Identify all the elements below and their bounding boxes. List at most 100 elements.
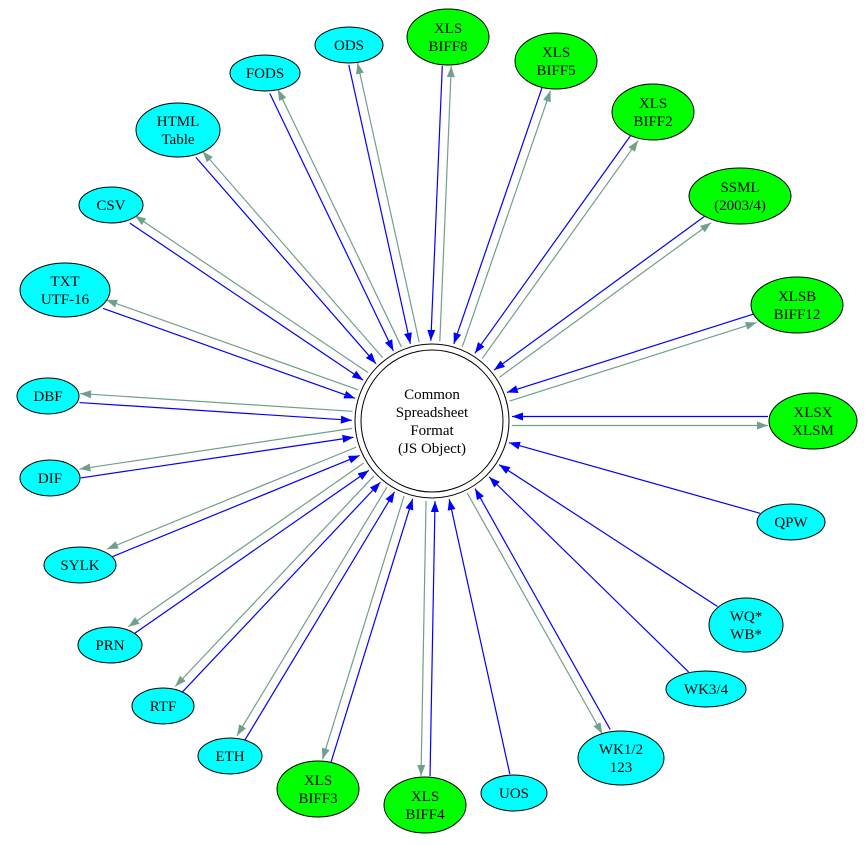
format-node-uos: UOS [480, 774, 548, 812]
read-edge-sylk [110, 454, 360, 558]
format-node-ellipse [708, 597, 784, 653]
format-node-eth: ETH [197, 737, 263, 775]
write-edge-prn [128, 462, 365, 628]
read-edge-dbf [79, 401, 352, 424]
format-node-ellipse [480, 774, 548, 812]
write-edge-dbf [80, 390, 353, 412]
format-node-ellipse [314, 26, 384, 64]
read-edge-xls-biff8 [427, 65, 443, 341]
read-edge-xls-biff4 [429, 501, 439, 777]
read-edge-ods [348, 64, 412, 344]
write-edge-xls-biff8 [439, 66, 455, 342]
read-edge-rtf [181, 481, 381, 693]
format-node-ellipse [19, 262, 111, 318]
write-edge-csv [134, 215, 369, 374]
format-node-wq-wb: WQ*WB* [708, 597, 784, 653]
format-node-ellipse [135, 102, 221, 158]
write-edge-html-table [202, 150, 384, 359]
format-node-label: PRN [95, 638, 124, 654]
read-edge-ssml [493, 214, 707, 371]
format-node-label: DBF [33, 389, 62, 405]
read-edge-dif [80, 434, 354, 479]
format-node-ellipse [688, 167, 792, 225]
read-edge-wk12-123 [474, 488, 611, 730]
format-node-rtf: RTF [131, 687, 195, 725]
format-node-fods: FODS [229, 54, 301, 92]
write-edge-txt-utf16 [105, 299, 359, 391]
format-node-wk34: WK3/4 [665, 670, 747, 708]
center-node-inner-circle [360, 349, 504, 493]
format-node-dif: DIF [19, 459, 81, 497]
format-node-label: ODS [334, 38, 364, 54]
write-edge-xls-biff5 [461, 90, 552, 348]
format-node-label: FODS [246, 66, 284, 82]
format-node-label: CSV [96, 198, 125, 214]
center-node-outer-circle [354, 343, 510, 499]
read-edge-wk34 [488, 476, 689, 673]
write-edge-xls-biff2 [481, 140, 639, 359]
format-node-ellipse [768, 392, 858, 450]
format-node-ellipse [19, 459, 81, 497]
write-edge-xlsb-biff12 [509, 321, 757, 402]
read-edge-xlsb-biff12 [506, 313, 755, 394]
format-node-ellipse [131, 687, 195, 725]
format-node-prn: PRN [77, 626, 143, 664]
read-edge-wq-wb [498, 464, 718, 608]
write-edge-eth [236, 486, 388, 737]
format-node-ellipse [276, 760, 360, 818]
write-edge-wk12-123 [466, 492, 603, 735]
format-node-ods: ODS [314, 26, 384, 64]
read-edge-html-table [195, 156, 377, 365]
read-edge-qpw [508, 441, 761, 514]
write-edge-xls-biff3 [321, 495, 405, 760]
read-edge-prn [133, 469, 370, 635]
format-node-ellipse [77, 626, 143, 664]
read-edge-txt-utf16 [102, 307, 356, 399]
format-node-ellipse [43, 546, 117, 584]
read-edge-xls-biff2 [474, 135, 632, 354]
format-node-label: SYLK [60, 558, 99, 574]
format-node-ellipse [406, 8, 490, 66]
format-node-label: SSML(2003/4) [714, 180, 766, 214]
write-edge-ods [356, 62, 420, 343]
format-node-ellipse [383, 776, 467, 834]
format-node-csv: CSV [78, 186, 144, 224]
read-edge-eth [244, 491, 396, 741]
format-node-ellipse [611, 83, 695, 141]
format-node-ellipse [514, 32, 598, 90]
write-edge-fods [277, 89, 402, 348]
format-node-label: DIF [38, 471, 62, 487]
write-edge-xls-biff4 [417, 500, 427, 776]
read-edge-xls-biff5 [453, 87, 543, 345]
format-node-qpw: QPW [756, 503, 826, 541]
format-node-label: UOS [499, 786, 529, 802]
format-node-ssml: SSML(2003/4) [688, 167, 792, 225]
read-edge-csv [129, 222, 364, 381]
format-node-ellipse [665, 670, 747, 708]
format-node-label: WQ*WB* [730, 609, 763, 643]
write-edge-sylk [106, 446, 357, 550]
read-edge-fods [269, 93, 394, 352]
format-node-ellipse [16, 377, 80, 415]
